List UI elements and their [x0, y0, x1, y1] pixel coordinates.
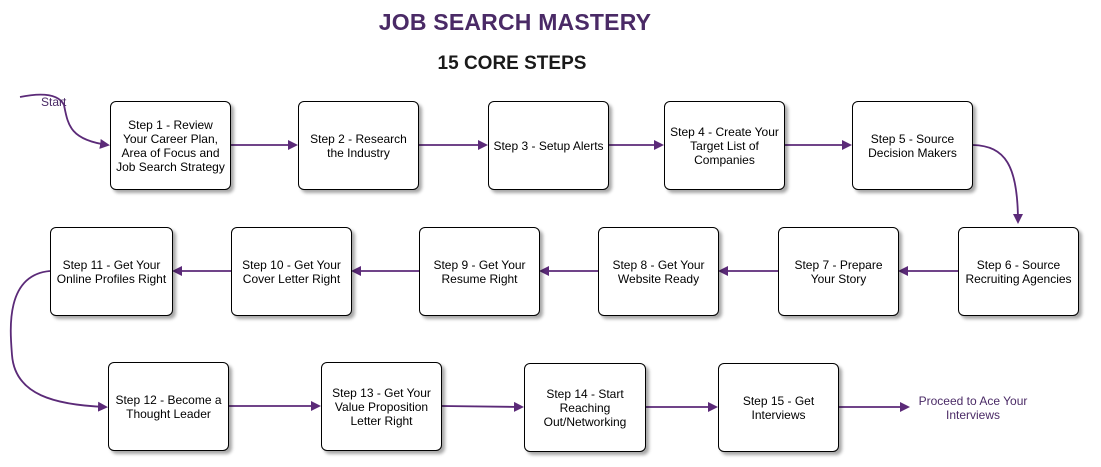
step-9-box: Step 9 - Get Your Resume Right [419, 227, 540, 316]
start-label: Start [41, 95, 67, 109]
end-label: Proceed to Ace Your Interviews [918, 394, 1028, 422]
step-13-box: Step 13 - Get Your Value Proposition Let… [321, 362, 442, 451]
step-14-box: Step 14 - Start Reaching Out/Networking [524, 363, 646, 452]
connector-13-14 [441, 401, 524, 412]
step-10-box: Step 10 - Get Your Cover Letter Right [231, 227, 352, 316]
step-11-box: Step 11 - Get Your Online Profiles Right [50, 227, 173, 316]
step-2-box: Step 2 - Research the Industry [298, 101, 419, 190]
diagram-subtitle: 15 CORE STEPS [437, 53, 587, 74]
step-1-box: Step 1 - Review Your Career Plan, Area o… [110, 101, 231, 190]
start-connector [19, 93, 110, 149]
diagram-title: JOB SEARCH MASTERY [378, 9, 652, 35]
step-7-box: Step 7 - Prepare Your Story [778, 227, 899, 316]
step-12-box: Step 12 - Become a Thought Leader [108, 362, 229, 451]
step-4-box: Step 4 - Create Your Target List of Comp… [664, 101, 785, 190]
step-15-box: Step 15 - Get Interviews [718, 363, 839, 452]
connector-5-6 [972, 144, 1023, 224]
step-5-box: Step 5 - Source Decision Makers [852, 101, 973, 190]
step-6-box: Step 6 - Source Recruiting Agencies [958, 227, 1079, 316]
connector-11-12 [9, 270, 108, 412]
step-3-box: Step 3 - Setup Alerts [488, 101, 609, 190]
step-8-box: Step 8 - Get Your Website Ready [598, 227, 719, 316]
